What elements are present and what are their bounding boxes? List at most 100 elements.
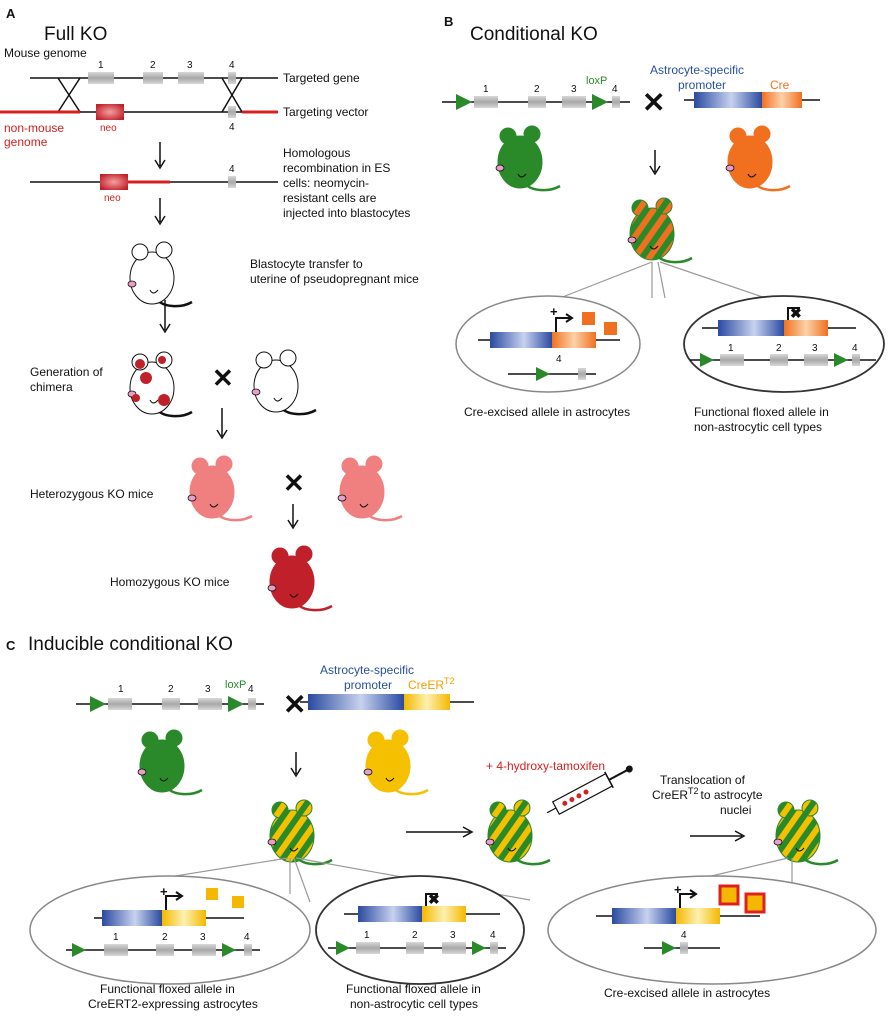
targeted-gene-label: Targeted gene [283, 71, 360, 85]
c-creer-label: CreERT2 [408, 676, 455, 692]
c-translocation-3: nuclei [720, 803, 751, 817]
b-cre-box [762, 92, 802, 108]
arrow-a-2 [154, 198, 166, 226]
panel-b-letter: B [444, 14, 453, 29]
vector-exon-4-number: 4 [229, 122, 235, 133]
b-loxp-2 [592, 94, 608, 110]
white-mouse [126, 240, 194, 308]
svg-text:1: 1 [113, 932, 119, 943]
chimera-mouse [126, 350, 194, 418]
b-caption-left: Cre-excised allele in astrocytes [464, 405, 630, 419]
arrow-a-5 [287, 504, 299, 530]
svg-text:1: 1 [364, 930, 370, 941]
syringe-icon [546, 765, 633, 815]
panel-a-title: Full KO [44, 24, 107, 45]
svg-text:4: 4 [556, 354, 562, 365]
panel-a-letter: A [6, 6, 16, 21]
exon-3 [178, 72, 204, 84]
svg-text:2: 2 [776, 343, 782, 354]
homologous-line-3: cells: neomycin- [283, 176, 369, 190]
cross-a-2: ✕ [283, 468, 305, 498]
svg-text:✖: ✖ [428, 891, 440, 907]
svg-text:3: 3 [571, 84, 577, 95]
svg-text:3: 3 [205, 684, 211, 695]
svg-text:1: 1 [728, 343, 734, 354]
svg-text:3: 3 [200, 932, 206, 943]
c-nuclear-creer-1 [718, 884, 740, 906]
panel-a: A Full KO Mouse genome 1 2 3 4 Targeted … [0, 6, 419, 612]
white-mouse-2 [250, 348, 318, 416]
recombined-neo [100, 174, 128, 190]
c-promoter-box [308, 694, 404, 710]
b-cre-protein-2 [604, 322, 617, 335]
svg-text:3: 3 [812, 343, 818, 354]
b-cre-label: Cre [770, 78, 790, 92]
b-promoter-arrow-on [555, 313, 574, 332]
svg-text:1: 1 [118, 684, 124, 695]
homo-mouse [266, 544, 334, 612]
homologous-line-2: recombination in ES [283, 161, 390, 175]
exon-1 [88, 72, 114, 84]
svg-text:1: 1 [483, 84, 489, 95]
exon-3-number: 3 [187, 60, 193, 71]
svg-text:+: + [674, 882, 682, 897]
blastocyte-line-2: uterine of pseudopregnant mice [250, 272, 419, 286]
arrow-a-3 [159, 300, 171, 334]
b-callouts [559, 261, 837, 323]
het-mouse-2 [336, 454, 404, 522]
b-orange-mouse [724, 124, 792, 192]
b-caption-right-2: non-astrocytic cell types [694, 420, 822, 434]
b-loxp-label: loxP [586, 75, 607, 87]
svg-text:2: 2 [534, 84, 540, 95]
svg-text:4: 4 [490, 930, 496, 941]
b-caption-right-1: Functional floxed allele in [694, 405, 829, 419]
svg-text:4: 4 [244, 932, 250, 943]
svg-text:4: 4 [681, 930, 687, 941]
svg-text:4: 4 [229, 164, 235, 175]
panel-c: C Inducible conditional KO 1 2 3 4 loxP … [6, 634, 877, 1011]
exon-2-number: 2 [150, 60, 156, 71]
c-caption-1b: CreERT2-expressing astrocytes [88, 997, 258, 1011]
c-caption-2a: Functional floxed allele in [346, 982, 481, 996]
vector-exon-4 [228, 106, 236, 118]
exon-2 [143, 72, 163, 84]
targeting-vector-label: Targeting vector [283, 105, 368, 119]
c-tamoxifen-label: + 4-hydroxy-tamoxifen [486, 759, 605, 773]
b-promoter-label-1: Astrocyte-specific [650, 63, 744, 77]
recombined-neo-label: neo [104, 193, 121, 204]
b-cre-protein-1 [582, 312, 595, 325]
exon-1-number: 1 [98, 60, 104, 71]
svg-text:4: 4 [612, 84, 618, 95]
c-promoter-label-2: promoter [344, 678, 392, 692]
arrow-a-4 [216, 408, 228, 440]
blastocyte-line-1: Blastocyte transfer to [250, 257, 363, 271]
arrow-c-3 [690, 830, 746, 842]
chimera-line-1: Generation of [30, 365, 103, 379]
homologous-line-5: injected into blastocytes [283, 206, 410, 220]
c-striped-mouse-3 [772, 798, 840, 866]
non-mouse-label-2: genome [4, 135, 48, 149]
c-green-mouse [136, 728, 204, 796]
c-caption-3: Cre-excised allele in astrocytes [604, 986, 770, 1000]
svg-text:2: 2 [162, 932, 168, 943]
c-caption-2b: non-astrocytic cell types [350, 997, 478, 1011]
svg-text:4: 4 [852, 343, 858, 354]
crossover-right [221, 77, 243, 113]
panel-c-letter: C [6, 638, 16, 653]
arrow-c-2 [406, 826, 474, 838]
cross-b: ✕ [642, 87, 665, 118]
panel-b: B Conditional KO 1 2 3 4 loxP ✕ Astrocyt… [442, 14, 885, 434]
het-mouse-1 [186, 454, 254, 522]
neo-cassette [96, 104, 124, 120]
svg-text:+: + [160, 884, 168, 899]
c-caption-1a: Functional floxed allele in [100, 982, 235, 996]
exon-4-number: 4 [229, 60, 235, 71]
svg-text:2: 2 [412, 930, 418, 941]
svg-text:3: 3 [450, 930, 456, 941]
exon-4 [228, 72, 236, 84]
non-mouse-label-1: non-mouse [4, 121, 64, 135]
b-promoter-label-2: promoter [678, 78, 726, 92]
panel-b-title: Conditional KO [470, 24, 598, 45]
